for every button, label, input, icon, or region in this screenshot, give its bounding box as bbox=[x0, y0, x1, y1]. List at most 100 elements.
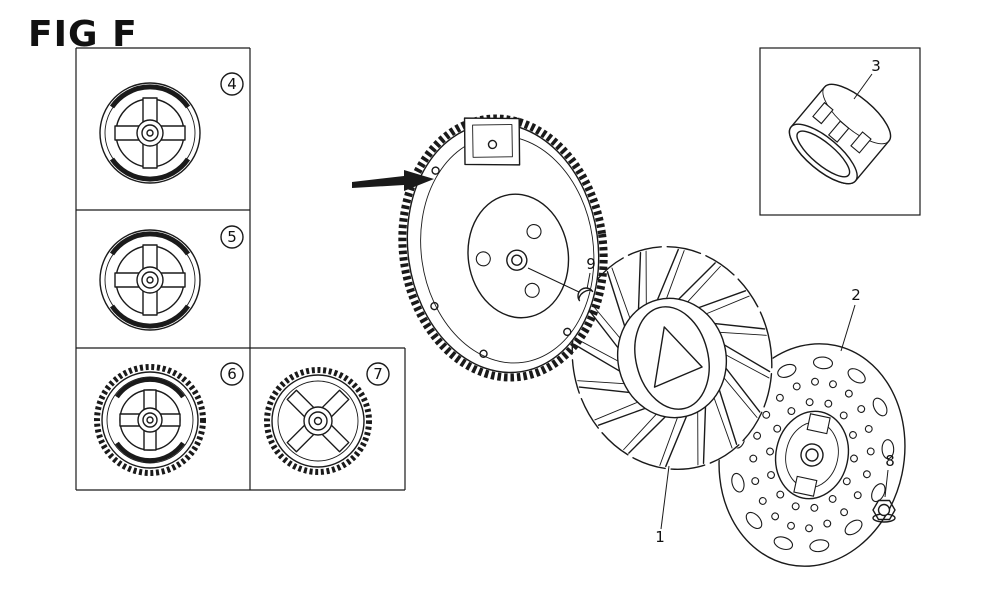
disc-oval-hole bbox=[777, 363, 797, 378]
part8-drawing bbox=[872, 499, 896, 523]
callout-5: 5 bbox=[220, 225, 244, 249]
fan-blade bbox=[597, 407, 646, 426]
fan-blade-edge bbox=[594, 401, 639, 421]
flywheel-top-boss bbox=[463, 117, 521, 166]
disc-dot-hole bbox=[805, 524, 813, 533]
disc-oval-hole bbox=[881, 439, 895, 460]
fan-blade bbox=[606, 271, 626, 327]
fan-blade bbox=[718, 389, 738, 445]
part5-thumbnail bbox=[100, 230, 200, 330]
fan-center-opening bbox=[634, 306, 710, 410]
disc-dot-hole bbox=[829, 380, 837, 389]
leader-lines bbox=[527, 73, 889, 530]
direction-arrow bbox=[352, 170, 434, 191]
ring-gear-teeth bbox=[264, 367, 372, 475]
disc-oval-hole bbox=[745, 511, 763, 530]
disc-dot-hole bbox=[762, 410, 771, 419]
fan-blade-edge bbox=[577, 380, 625, 385]
callout-label-3: 3 bbox=[871, 57, 881, 75]
disc-dot-hole bbox=[824, 399, 833, 408]
fan-blade bbox=[725, 367, 761, 413]
disc-dot-hole bbox=[862, 470, 871, 479]
part1-drawing bbox=[571, 245, 773, 471]
disc-dot-hole bbox=[792, 382, 801, 391]
fan-blade bbox=[677, 262, 716, 300]
ring-gear-teeth bbox=[94, 364, 206, 476]
part6-thumbnail bbox=[94, 364, 206, 476]
panel-grid-lines bbox=[75, 47, 921, 491]
disc-dot-hole bbox=[866, 447, 875, 456]
fan-blade-edge bbox=[666, 250, 685, 299]
disc-dot-hole bbox=[775, 393, 784, 402]
disc-oval-hole bbox=[809, 539, 830, 553]
callout-label-7: 7 bbox=[373, 365, 383, 383]
fan-blade-edge bbox=[623, 413, 657, 451]
disc-perforations bbox=[749, 377, 875, 533]
callout-label-1: 1 bbox=[655, 528, 665, 546]
disc-oval-hole bbox=[872, 397, 888, 417]
disc-dot-hole bbox=[828, 494, 837, 503]
fan-blade bbox=[628, 416, 667, 454]
disc-oval-hole bbox=[847, 368, 866, 384]
disc-dot-hole bbox=[853, 491, 862, 500]
disc-dot-hole bbox=[766, 447, 774, 456]
callout-circle bbox=[220, 362, 244, 386]
disc-oval-hole bbox=[731, 472, 745, 493]
fan-blade-edge bbox=[723, 377, 758, 418]
disc-dot-hole bbox=[773, 424, 782, 433]
disc-dot-hole bbox=[839, 411, 848, 420]
disc-oval-hole bbox=[812, 356, 834, 370]
disc-dot-hole bbox=[850, 454, 858, 463]
disc-dot-hole bbox=[771, 512, 780, 521]
disc-dot-hole bbox=[753, 431, 762, 440]
fan-blades bbox=[573, 248, 771, 468]
fan-blade bbox=[573, 343, 621, 372]
disc-dot-hole bbox=[811, 377, 819, 386]
fan-blade bbox=[656, 248, 679, 301]
disc-dot-hole bbox=[844, 389, 853, 398]
fan-blade-edge bbox=[713, 397, 733, 449]
fan-blade-edge bbox=[659, 417, 678, 466]
part9-drawing bbox=[577, 287, 594, 302]
disc-dot-hole bbox=[758, 497, 767, 505]
figure-title: FIG F bbox=[28, 14, 138, 55]
callout-7: 7 bbox=[366, 362, 390, 386]
callouts: 4 5 6 7 3 9 1 2 8 bbox=[220, 57, 895, 546]
disc-dot-hole bbox=[749, 454, 758, 463]
callout-label-9: 9 bbox=[586, 255, 596, 273]
disc-dot-hole bbox=[787, 407, 796, 416]
callout-6: 6 bbox=[220, 362, 244, 386]
fan-blade-edge bbox=[645, 250, 647, 305]
part7-thumbnail bbox=[264, 367, 372, 475]
part4-thumbnail bbox=[100, 83, 200, 183]
callout-label-4: 4 bbox=[227, 75, 237, 93]
fan-blade-edge bbox=[611, 267, 631, 319]
callout-label-5: 5 bbox=[227, 228, 237, 246]
disc-dot-hole bbox=[857, 405, 866, 413]
disc-dot-hole bbox=[805, 398, 814, 407]
part3-box bbox=[759, 47, 921, 216]
callout-label-8: 8 bbox=[885, 452, 895, 470]
callout-circle bbox=[220, 72, 244, 96]
callout-4: 4 bbox=[220, 72, 244, 96]
disc-dot-hole bbox=[840, 508, 849, 517]
fan-blade bbox=[578, 386, 630, 394]
fan-blade-edge bbox=[725, 354, 770, 379]
fan-blade bbox=[698, 290, 747, 309]
fan-blade-edge bbox=[687, 265, 721, 303]
callout-circle bbox=[220, 225, 244, 249]
fan-blade bbox=[637, 251, 642, 310]
disc-dot-hole bbox=[767, 471, 775, 479]
disc-dot-hole bbox=[776, 490, 785, 499]
callout-circle bbox=[366, 362, 390, 386]
disc-oval-hole bbox=[871, 483, 886, 503]
part3-drawing bbox=[788, 83, 892, 185]
disc-dot-hole bbox=[791, 502, 800, 511]
disc-dot-hole bbox=[842, 477, 851, 486]
disc-oval-hole bbox=[773, 536, 794, 551]
fan-blade bbox=[583, 303, 619, 349]
fan-blade-edge bbox=[705, 295, 750, 315]
disc-dot-hole bbox=[864, 424, 873, 433]
